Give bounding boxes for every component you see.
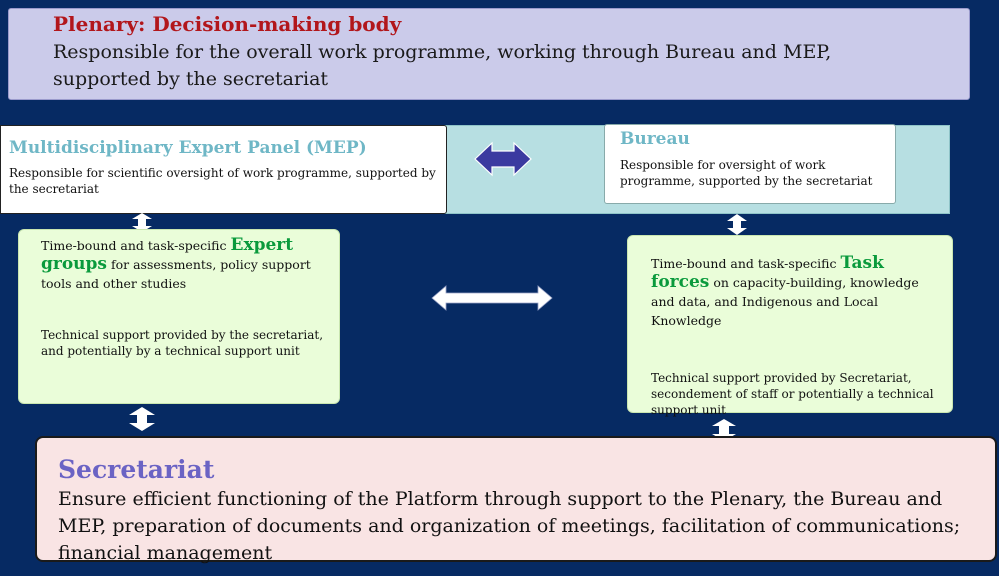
plenary-description-line2: supported by the secretariat (53, 68, 329, 90)
expert-groups-highlight: Expert groups (41, 235, 294, 274)
plenary-description: Responsible for the overall work program… (53, 39, 969, 93)
expert-groups-text: Time-bound and task-specific Expert grou… (41, 236, 329, 293)
expert-taskforce-arrow (431, 285, 553, 311)
mep-title: Multidisciplinary Expert Panel (MEP) (9, 138, 367, 158)
plenary-box: Plenary: Decision-making body Responsibl… (8, 8, 970, 100)
task-forces-highlight: Task forces (651, 253, 884, 292)
bureau-title: Bureau (620, 129, 690, 149)
bureau-description: Responsible for oversight of work progra… (620, 158, 873, 188)
task-forces-lead: Time-bound and task-specific (651, 256, 841, 271)
expert-groups-lead: Time-bound and task-specific (41, 238, 231, 253)
task-forces-rest: on capacity-building, knowledge and data… (651, 275, 919, 328)
mep-description: Responsible for scientific oversight of … (9, 166, 436, 196)
bureau-box: Bureau Responsible for oversight of work… (604, 124, 896, 204)
task-forces-note: Technical support provided by Secretaria… (651, 371, 934, 417)
mep-bureau-arrow (474, 141, 532, 177)
bureau-taskforce-arrow (727, 214, 747, 235)
secretariat-description: Ensure efficient functioning of the Plat… (58, 488, 961, 564)
secretariat-title: Secretariat (58, 455, 215, 484)
mep-box: Multidisciplinary Expert Panel (MEP) Res… (0, 125, 447, 214)
secretariat-box: Secretariat Ensure efficient functioning… (35, 436, 997, 564)
task-forces-text: Time-bound and task-specific Task forces… (651, 254, 942, 330)
taskforce-secretariat-arrow (712, 419, 736, 441)
mep-expert-arrow (132, 213, 152, 232)
expert-groups-rest: for assessments, policy support tools an… (41, 257, 311, 291)
plenary-title: Plenary: Decision-making body (53, 12, 402, 36)
expert-groups-note: Technical support provided by the secret… (41, 328, 324, 358)
expert-groups-box: Time-bound and task-specific Expert grou… (18, 229, 340, 404)
plenary-description-line1: Responsible for the overall work program… (53, 41, 832, 63)
expert-secretariat-arrow (129, 407, 155, 431)
task-forces-box: Time-bound and task-specific Task forces… (627, 235, 953, 417)
